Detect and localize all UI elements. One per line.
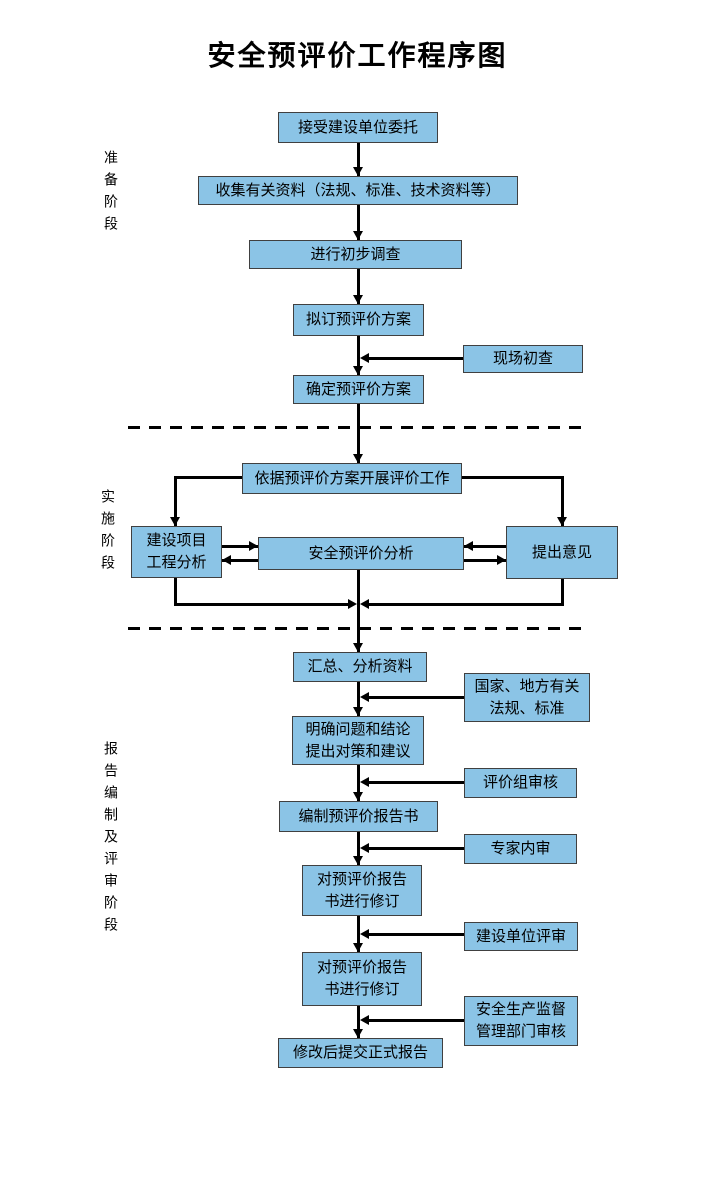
connector-line	[175, 476, 242, 479]
stage-label-reporting: 报告编制及评审阶段	[102, 741, 118, 939]
connector-line	[357, 143, 360, 176]
flow-box-propose-opinions: 提出意见	[506, 526, 618, 579]
flow-box-project-engineering-analysis: 建设项目 工程分析	[131, 526, 222, 578]
connector-line	[357, 269, 360, 304]
arrowhead-left	[360, 929, 369, 939]
arrowhead-down	[353, 454, 363, 463]
flow-box-draft-plan: 拟订预评价方案	[293, 304, 424, 336]
arrowhead-left	[222, 555, 231, 565]
connector-line	[357, 1006, 360, 1038]
arrowhead-down	[353, 1029, 363, 1038]
arrowhead-left	[360, 777, 369, 787]
arrowhead-right	[348, 599, 357, 609]
side-box-supervision-department-review: 安全生产监督 管理部门审核	[464, 996, 578, 1046]
stage-label-implementation: 实施阶段	[99, 489, 115, 577]
side-box-site-survey: 现场初查	[463, 345, 583, 373]
arrowhead-left	[360, 692, 369, 702]
connector-line	[366, 781, 464, 784]
connector-line	[366, 696, 464, 699]
flow-box-revise-report-2: 对预评价报告 书进行修订	[302, 952, 422, 1006]
arrowhead-down	[353, 943, 363, 952]
connector-line	[369, 603, 563, 606]
connector-line	[366, 357, 463, 360]
connector-line	[357, 916, 360, 952]
arrowhead-left	[360, 353, 369, 363]
arrowhead-right	[497, 555, 506, 565]
arrowhead-down	[353, 856, 363, 865]
connector-line	[357, 682, 360, 716]
flow-box-revise-report-1: 对预评价报告 书进行修订	[302, 865, 422, 916]
arrowhead-left	[464, 541, 473, 551]
stage-divider-dashed-1	[128, 426, 583, 429]
flow-box-accept-commission: 接受建设单位委托	[278, 112, 438, 143]
connector-line	[222, 559, 258, 562]
flow-box-clarify-conclusions: 明确问题和结论 提出对策和建议	[292, 716, 424, 765]
connector-line	[357, 336, 360, 375]
arrowhead-left	[360, 1015, 369, 1025]
connector-line	[464, 559, 506, 562]
arrowhead-down	[170, 517, 180, 526]
connector-line	[174, 578, 177, 606]
connector-line	[357, 832, 360, 865]
stage-divider-dashed-2	[128, 627, 583, 630]
connector-line	[357, 570, 360, 652]
connector-line	[366, 933, 464, 936]
flow-box-safety-pre-evaluation-analysis: 安全预评价分析	[258, 537, 464, 570]
arrowhead-down	[353, 643, 363, 652]
arrowhead-down	[353, 167, 363, 176]
arrowhead-down	[557, 517, 567, 526]
side-box-laws-standards: 国家、地方有关 法规、标准	[464, 673, 590, 722]
connector-line	[366, 1019, 464, 1022]
arrowhead-right	[249, 541, 258, 551]
flow-box-confirm-plan: 确定预评价方案	[293, 375, 424, 404]
arrowhead-down	[353, 295, 363, 304]
flow-box-submit-final-report: 修改后提交正式报告	[278, 1038, 443, 1068]
connector-line	[366, 847, 464, 850]
flow-box-preliminary-survey: 进行初步调查	[249, 240, 462, 269]
connector-line	[357, 765, 360, 801]
connector-line	[462, 476, 563, 479]
connector-line	[174, 476, 177, 526]
flow-box-collect-materials: 收集有关资料（法规、标准、技术资料等）	[198, 176, 518, 205]
flow-box-carry-out-evaluation: 依据预评价方案开展评价工作	[242, 463, 462, 494]
connector-line	[174, 603, 349, 606]
side-box-evaluation-group-review: 评价组审核	[464, 768, 577, 798]
flow-box-compile-report: 编制预评价报告书	[279, 801, 438, 832]
connector-line	[357, 205, 360, 240]
flow-box-summarize-analyze: 汇总、分析资料	[293, 652, 427, 682]
arrowhead-left	[360, 843, 369, 853]
side-box-expert-internal-review: 专家内审	[464, 834, 577, 864]
arrowhead-down	[353, 707, 363, 716]
arrowhead-left	[360, 599, 369, 609]
side-box-client-review: 建设单位评审	[464, 922, 578, 951]
connector-line	[222, 545, 258, 548]
arrowhead-down	[353, 231, 363, 240]
connector-line	[561, 476, 564, 526]
diagram-title: 安全预评价工作程序图	[207, 39, 508, 72]
connector-line	[561, 579, 564, 606]
connector-line	[464, 545, 506, 548]
stage-label-preparation: 准备阶段	[102, 150, 118, 238]
arrowhead-down	[353, 792, 363, 801]
connector-line	[357, 404, 360, 463]
arrowhead-down	[353, 366, 363, 375]
